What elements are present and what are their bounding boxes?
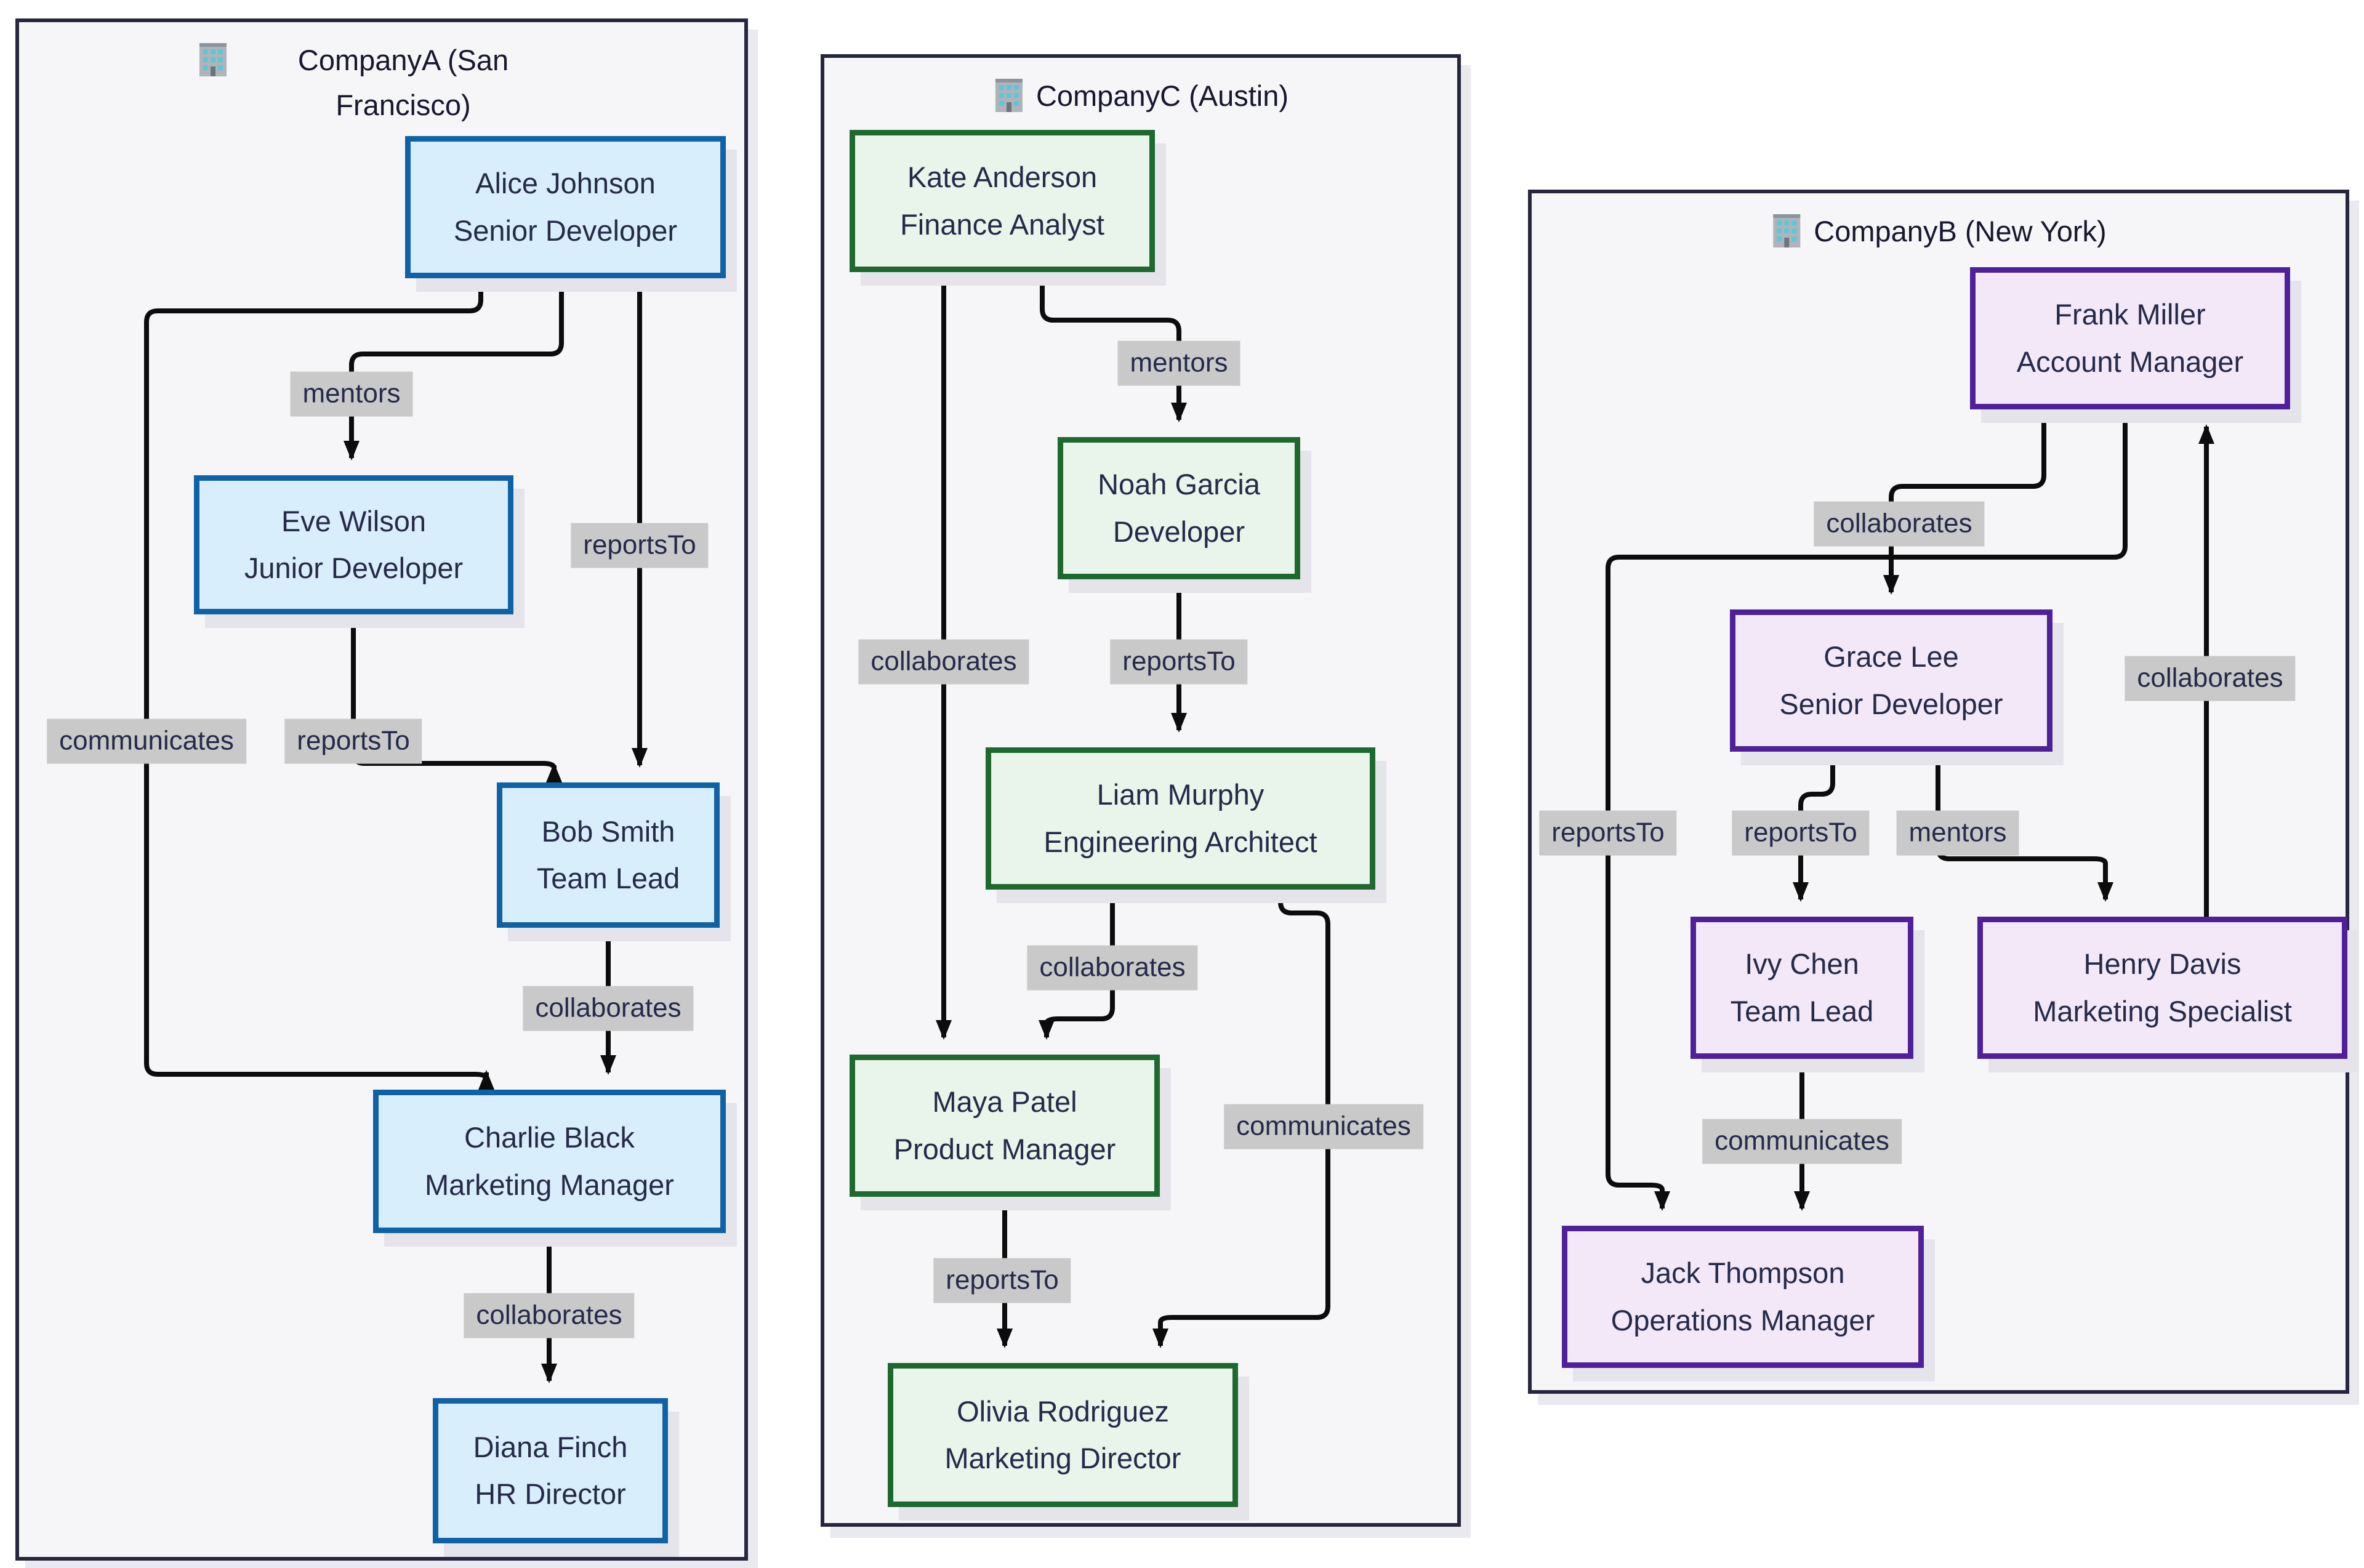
- person-name: Jack Thompson: [1641, 1256, 1845, 1290]
- edge-label-noah-liam: reportsTo: [1110, 639, 1248, 685]
- building-icon: [199, 43, 227, 76]
- node-liam-murphy: Liam Murphy Engineering Architect: [986, 747, 1375, 890]
- person-role: Developer: [1112, 515, 1245, 548]
- edge-label-henry-frank: collaborates: [2125, 656, 2296, 701]
- edge-label-bob-charlie: collaborates: [523, 986, 694, 1031]
- edge-label-alice-eve: mentors: [290, 371, 413, 417]
- person-role: Product Manager: [893, 1132, 1116, 1165]
- person-name: Alice Johnson: [475, 167, 656, 200]
- person-name: Liam Murphy: [1096, 778, 1264, 811]
- company-c-title: CompanyC (Austin): [993, 74, 1289, 119]
- person-role: Finance Analyst: [900, 207, 1104, 241]
- person-name: Olivia Rodriguez: [957, 1394, 1169, 1428]
- edge-frank-jack-reportsto: [1606, 409, 2128, 1211]
- company-b-title-text: CompanyB (New York): [1814, 215, 2107, 247]
- edge-alice-charlie-communicates: [144, 278, 494, 1090]
- node-charlie-black: Charlie Black Marketing Manager: [373, 1090, 726, 1233]
- person-name: Kate Anderson: [907, 161, 1098, 194]
- edge-label-liam-olivia: communicates: [1224, 1104, 1423, 1149]
- person-name: Grace Lee: [1823, 640, 1959, 673]
- edge-label-frank-jack: reportsTo: [1539, 810, 1677, 856]
- person-role: Operations Manager: [1610, 1303, 1875, 1337]
- edge-label-alice-charlie: communicates: [47, 718, 246, 764]
- edge-label-frank-grace: collaborates: [1814, 501, 1985, 547]
- edge-label-alice-bob: reportsTo: [571, 523, 709, 568]
- building-icon: [1773, 214, 1801, 247]
- person-name: Henry Davis: [2083, 947, 2241, 981]
- person-role: Team Lead: [1730, 994, 1874, 1027]
- person-name: Charlie Black: [464, 1121, 635, 1154]
- edge-alice-eve-mentors: [344, 278, 564, 460]
- company-c-title-text: CompanyC (Austin): [1035, 79, 1289, 112]
- person-name: Eve Wilson: [281, 504, 427, 537]
- node-ivy-chen: Ivy Chen Team Lead: [1691, 917, 1913, 1059]
- edge-grace-ivy-reportsto: [1793, 752, 1835, 902]
- edge-label-eve-bob: reportsTo: [284, 718, 422, 764]
- node-noah-garcia: Noah Garcia Developer: [1058, 437, 1300, 579]
- company-a-title: CompanyA (San Francisco): [197, 38, 566, 128]
- edge-liam-maya-collaborates: [1039, 890, 1115, 1040]
- person-role: Senior Developer: [1779, 687, 2003, 720]
- person-role: Marketing Director: [944, 1442, 1181, 1474]
- person-name: Bob Smith: [541, 814, 675, 848]
- person-role: Account Manager: [2016, 345, 2244, 378]
- person-name: Noah Garcia: [1098, 468, 1260, 501]
- person-role: Marketing Specialist: [2033, 994, 2292, 1027]
- company-a-title-text: CompanyA (San Francisco): [297, 44, 509, 121]
- person-role: Marketing Manager: [425, 1168, 674, 1201]
- node-diana-finch: Diana Finch HR Director: [433, 1398, 668, 1543]
- person-role: Senior Developer: [453, 214, 678, 247]
- person-name: Frank Miller: [2054, 298, 2206, 331]
- edge-kate-noah-mentors: [1040, 272, 1187, 422]
- edge-label-kate-maya: collaborates: [858, 639, 1029, 685]
- node-grace-lee: Grace Lee Senior Developer: [1730, 609, 2052, 752]
- company-b-title: CompanyB (New York): [1771, 209, 2107, 254]
- person-name: Ivy Chen: [1745, 947, 1859, 981]
- node-frank-miller: Frank Miller Account Manager: [1970, 267, 2290, 409]
- node-bob-smith: Bob Smith Team Lead: [497, 782, 720, 928]
- node-kate-anderson: Kate Anderson Finance Analyst: [850, 130, 1155, 272]
- node-eve-wilson: Eve Wilson Junior Developer: [194, 475, 513, 614]
- person-role: Junior Developer: [244, 552, 464, 584]
- edge-label-ivy-jack: communicates: [1702, 1119, 1902, 1164]
- node-henry-davis: Henry Davis Marketing Specialist: [1977, 917, 2347, 1059]
- node-maya-patel: Maya Patel Product Manager: [850, 1055, 1160, 1197]
- person-name: Maya Patel: [932, 1085, 1077, 1119]
- person-role: HR Director: [475, 1478, 626, 1510]
- node-olivia-rodriguez: Olivia Rodriguez Marketing Director: [888, 1363, 1238, 1507]
- node-alice-johnson: Alice Johnson Senior Developer: [405, 136, 726, 278]
- edge-label-charlie-diana: collaborates: [464, 1293, 635, 1338]
- edge-label-maya-olivia: reportsTo: [933, 1258, 1071, 1303]
- person-role: Engineering Architect: [1043, 825, 1317, 858]
- building-icon: [995, 79, 1023, 112]
- person-role: Team Lead: [536, 862, 680, 895]
- edge-label-kate-noah: mentors: [1117, 340, 1240, 386]
- node-jack-thompson: Jack Thompson Operations Manager: [1562, 1226, 1924, 1368]
- edge-label-liam-maya: collaborates: [1027, 945, 1198, 991]
- edge-label-grace-ivy: reportsTo: [1732, 810, 1870, 856]
- person-name: Diana Finch: [473, 1430, 628, 1463]
- edge-frank-grace-collaborates: [1883, 409, 2046, 595]
- edge-label-grace-henry: mentors: [1896, 810, 2019, 856]
